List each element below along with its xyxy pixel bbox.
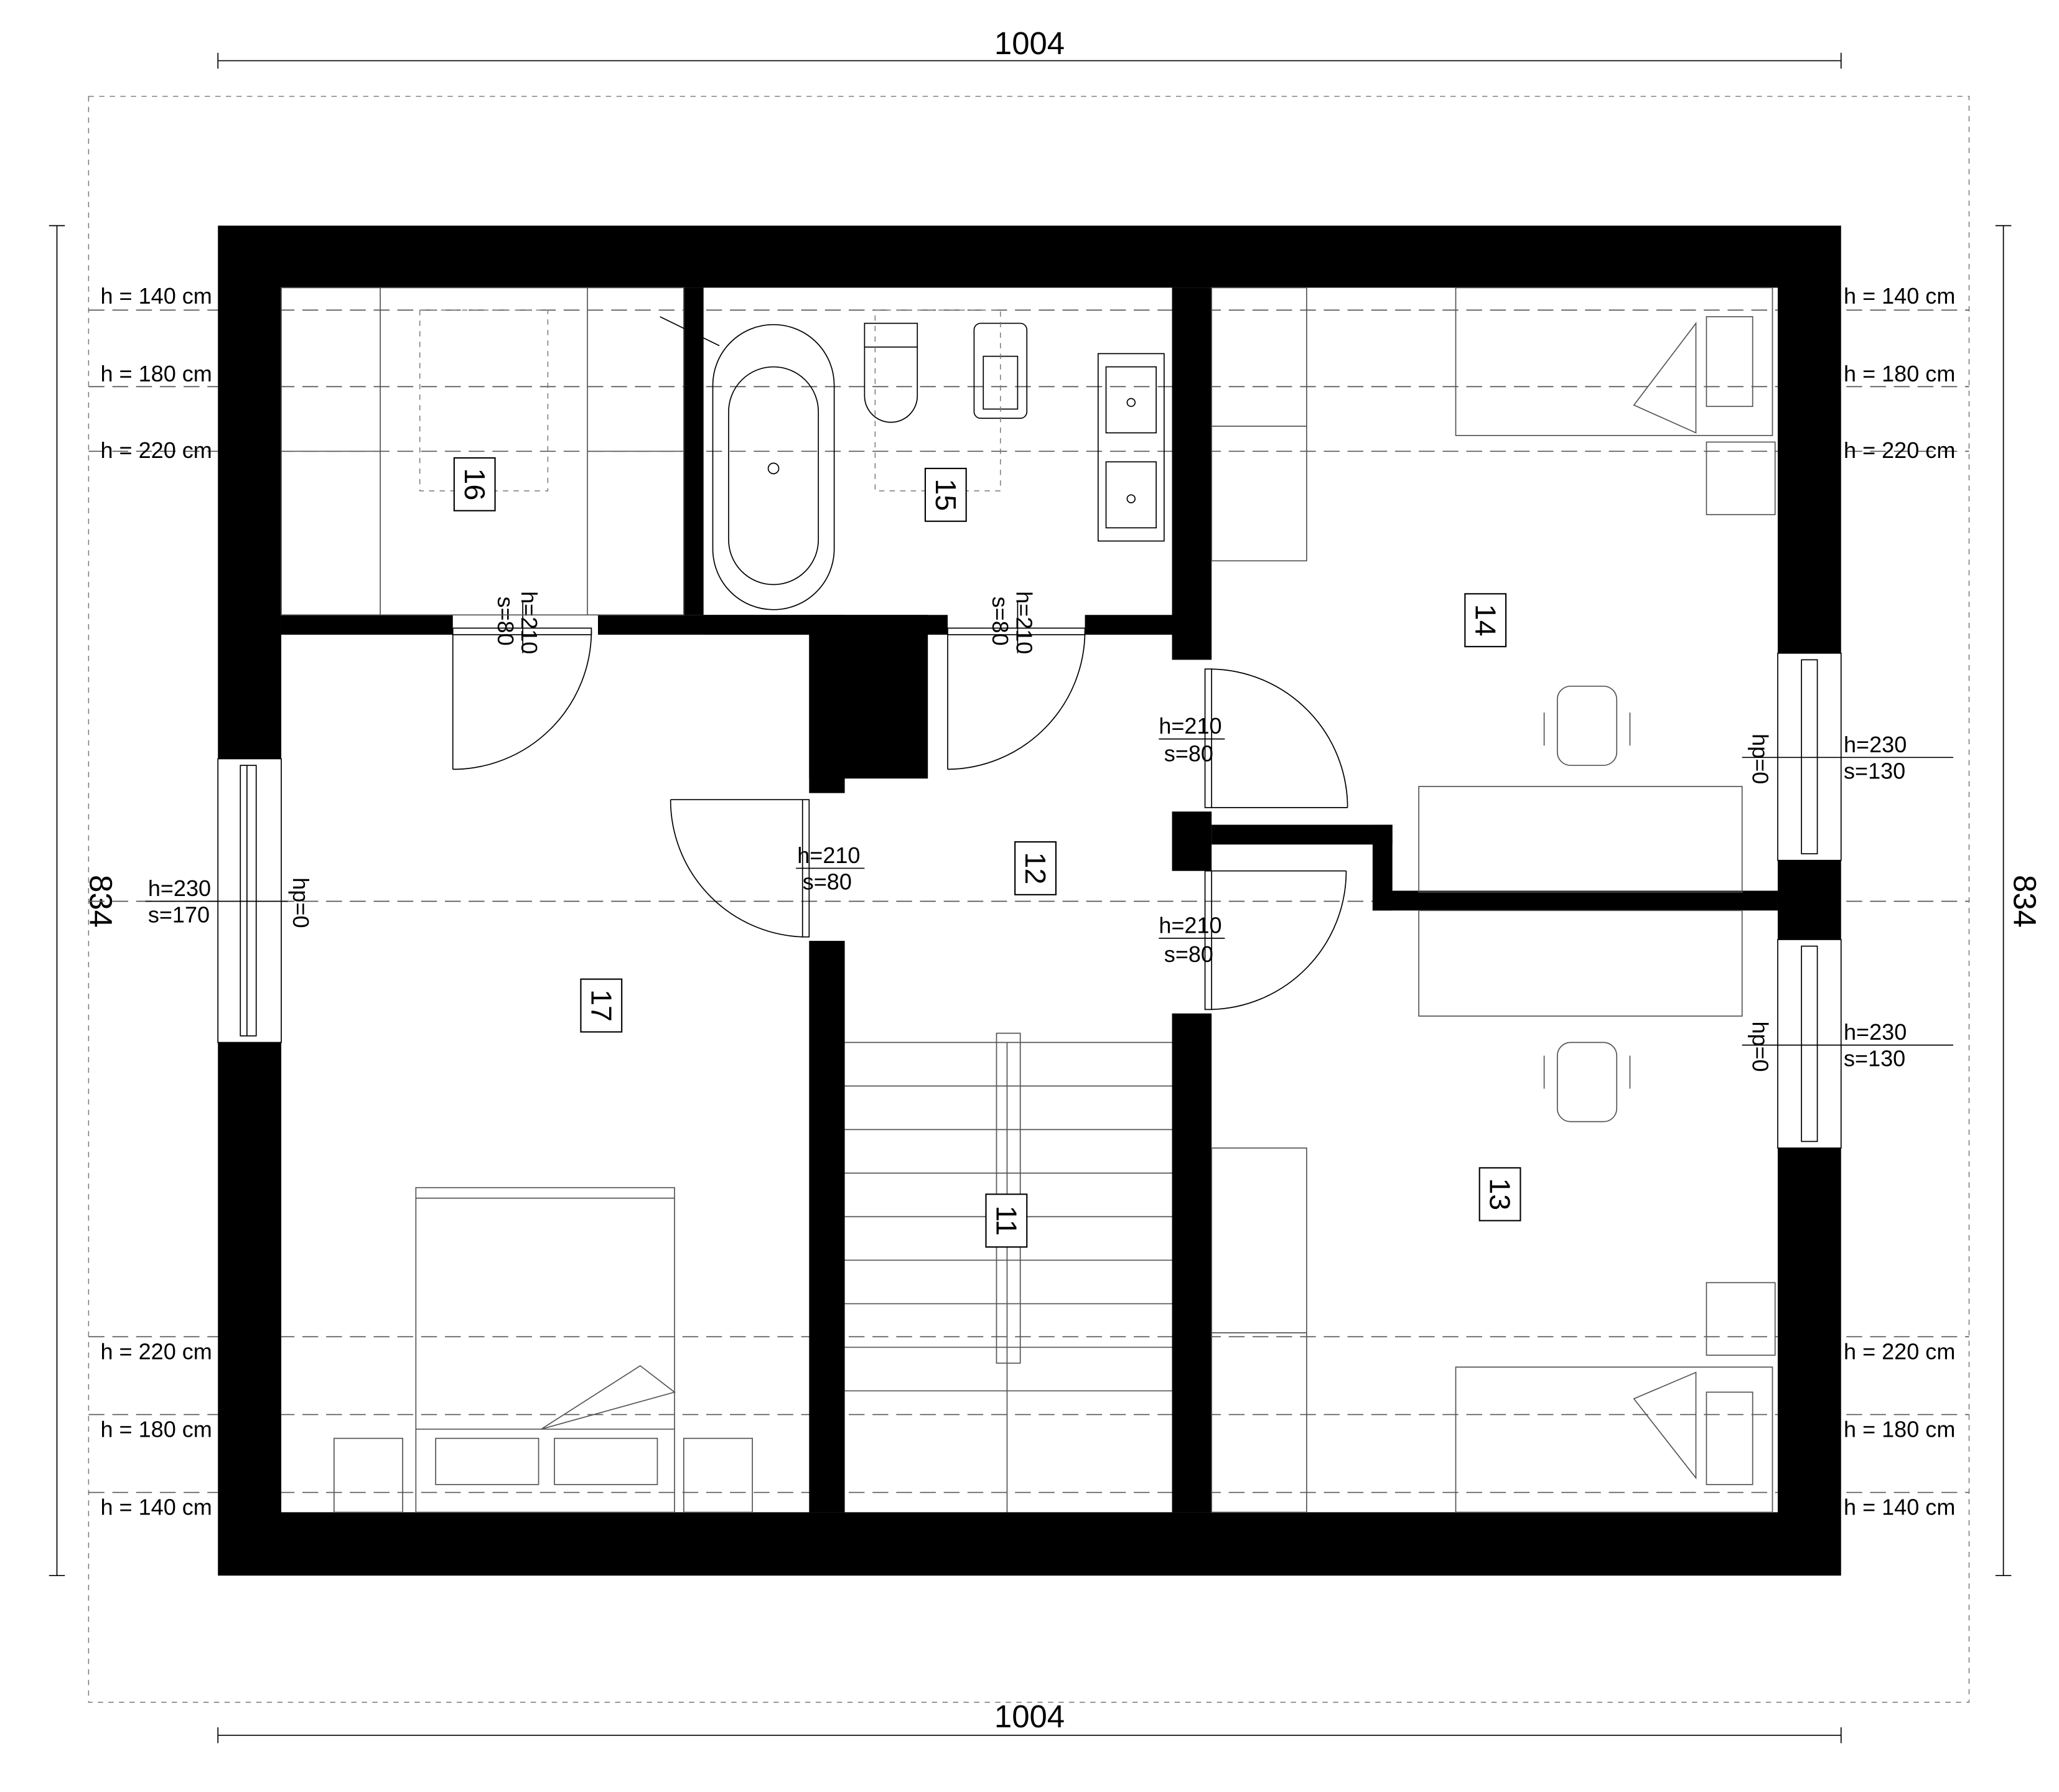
door-width: s=80 xyxy=(1164,941,1213,967)
window-width: s=170 xyxy=(148,902,210,927)
bed-17 xyxy=(334,1187,753,1513)
height-label: h = 180 cm xyxy=(100,1417,212,1442)
door-height: h=210 xyxy=(1159,713,1221,739)
height-label: h = 140 cm xyxy=(100,1495,212,1520)
window-sill: hp=0 xyxy=(1748,734,1773,784)
dimension-left: 834 xyxy=(49,225,119,1577)
door-15[interactable]: h=210 s=80 xyxy=(947,591,1086,770)
height-label: h = 220 cm xyxy=(1844,437,1955,463)
height-label: h = 140 cm xyxy=(100,283,212,309)
door-17[interactable]: h=210 s=80 xyxy=(670,799,865,938)
height-label: h = 220 cm xyxy=(100,1338,212,1364)
door-14[interactable]: h=210 s=80 xyxy=(1159,668,1348,808)
svg-text:11: 11 xyxy=(990,1205,1022,1235)
furniture-14 xyxy=(1211,287,1776,893)
svg-text:14: 14 xyxy=(1469,604,1501,637)
room-12-label: 12 xyxy=(1014,841,1057,895)
window-sill: hp=0 xyxy=(288,877,314,928)
door-height: h=210 xyxy=(1011,591,1037,654)
door-width: s=80 xyxy=(987,597,1013,646)
window-width: s=130 xyxy=(1844,758,1905,783)
window-right-top: h=230 s=130 hp=0 xyxy=(1742,652,1954,861)
window-height: h=230 xyxy=(1844,732,1907,757)
svg-text:12: 12 xyxy=(1019,852,1052,885)
height-label: h = 140 cm xyxy=(1844,1495,1955,1520)
door-width: s=80 xyxy=(1164,741,1213,767)
window-left: h=230 s=170 hp=0 xyxy=(145,758,314,1043)
room-16-label: 16 xyxy=(453,457,496,511)
walls xyxy=(218,225,1841,1576)
furniture-13 xyxy=(1211,910,1776,1513)
height-label: h = 220 cm xyxy=(1844,1338,1955,1364)
window-right-bottom: h=230 s=130 hp=0 xyxy=(1742,939,1954,1149)
room-17-label: 17 xyxy=(580,978,623,1033)
door-height: h=210 xyxy=(1159,912,1221,938)
window-sill: hp=0 xyxy=(1748,1021,1773,1071)
dimension-bottom: 1004 xyxy=(217,1699,1842,1743)
door-height: h=210 xyxy=(516,591,542,654)
window-height: h=230 xyxy=(148,875,211,901)
height-lines: h = 140 cm h = 180 cm h = 220 cm h = 140… xyxy=(88,283,1969,1520)
height-label: h = 180 cm xyxy=(1844,1417,1955,1442)
stairs xyxy=(844,1032,1172,1513)
double-sink xyxy=(1097,353,1165,542)
door-16[interactable]: h=210 s=80 xyxy=(452,591,592,770)
dimension-top-label: 1004 xyxy=(994,26,1065,61)
door-height: h=210 xyxy=(797,842,860,868)
chair-icon xyxy=(1543,685,1631,766)
bidet xyxy=(874,309,1028,492)
window-height: h=230 xyxy=(1844,1019,1907,1045)
height-label: h = 180 cm xyxy=(1844,361,1955,386)
height-label: h = 140 cm xyxy=(1844,283,1955,309)
svg-text:13: 13 xyxy=(1484,1178,1516,1210)
room-labels: 16 15 14 12 17 13 11 xyxy=(453,457,1521,1248)
toilet xyxy=(864,322,918,423)
room-13-label: 13 xyxy=(1478,1167,1521,1221)
height-label: h = 180 cm xyxy=(100,361,212,386)
dimension-top: 1004 xyxy=(217,26,1842,69)
plot-boundary xyxy=(88,96,1970,1703)
height-label: h = 220 cm xyxy=(100,437,212,463)
dimension-bottom-label: 1004 xyxy=(994,1699,1065,1734)
door-13[interactable]: h=210 s=80 xyxy=(1159,870,1347,1010)
room-15-label: 15 xyxy=(924,467,967,522)
chair-icon xyxy=(1543,1042,1631,1122)
dimension-right: 834 xyxy=(1995,225,2043,1577)
dimension-right-label: 834 xyxy=(2007,875,2043,928)
room-14-label: 14 xyxy=(1464,593,1507,648)
door-width: s=80 xyxy=(803,869,852,894)
svg-text:17: 17 xyxy=(585,989,617,1022)
room-11-label: 11 xyxy=(985,1193,1028,1248)
svg-text:15: 15 xyxy=(930,478,962,511)
window-width: s=130 xyxy=(1844,1046,1905,1071)
door-width: s=80 xyxy=(493,597,518,646)
svg-text:16: 16 xyxy=(459,468,491,500)
bathtub xyxy=(660,316,835,610)
